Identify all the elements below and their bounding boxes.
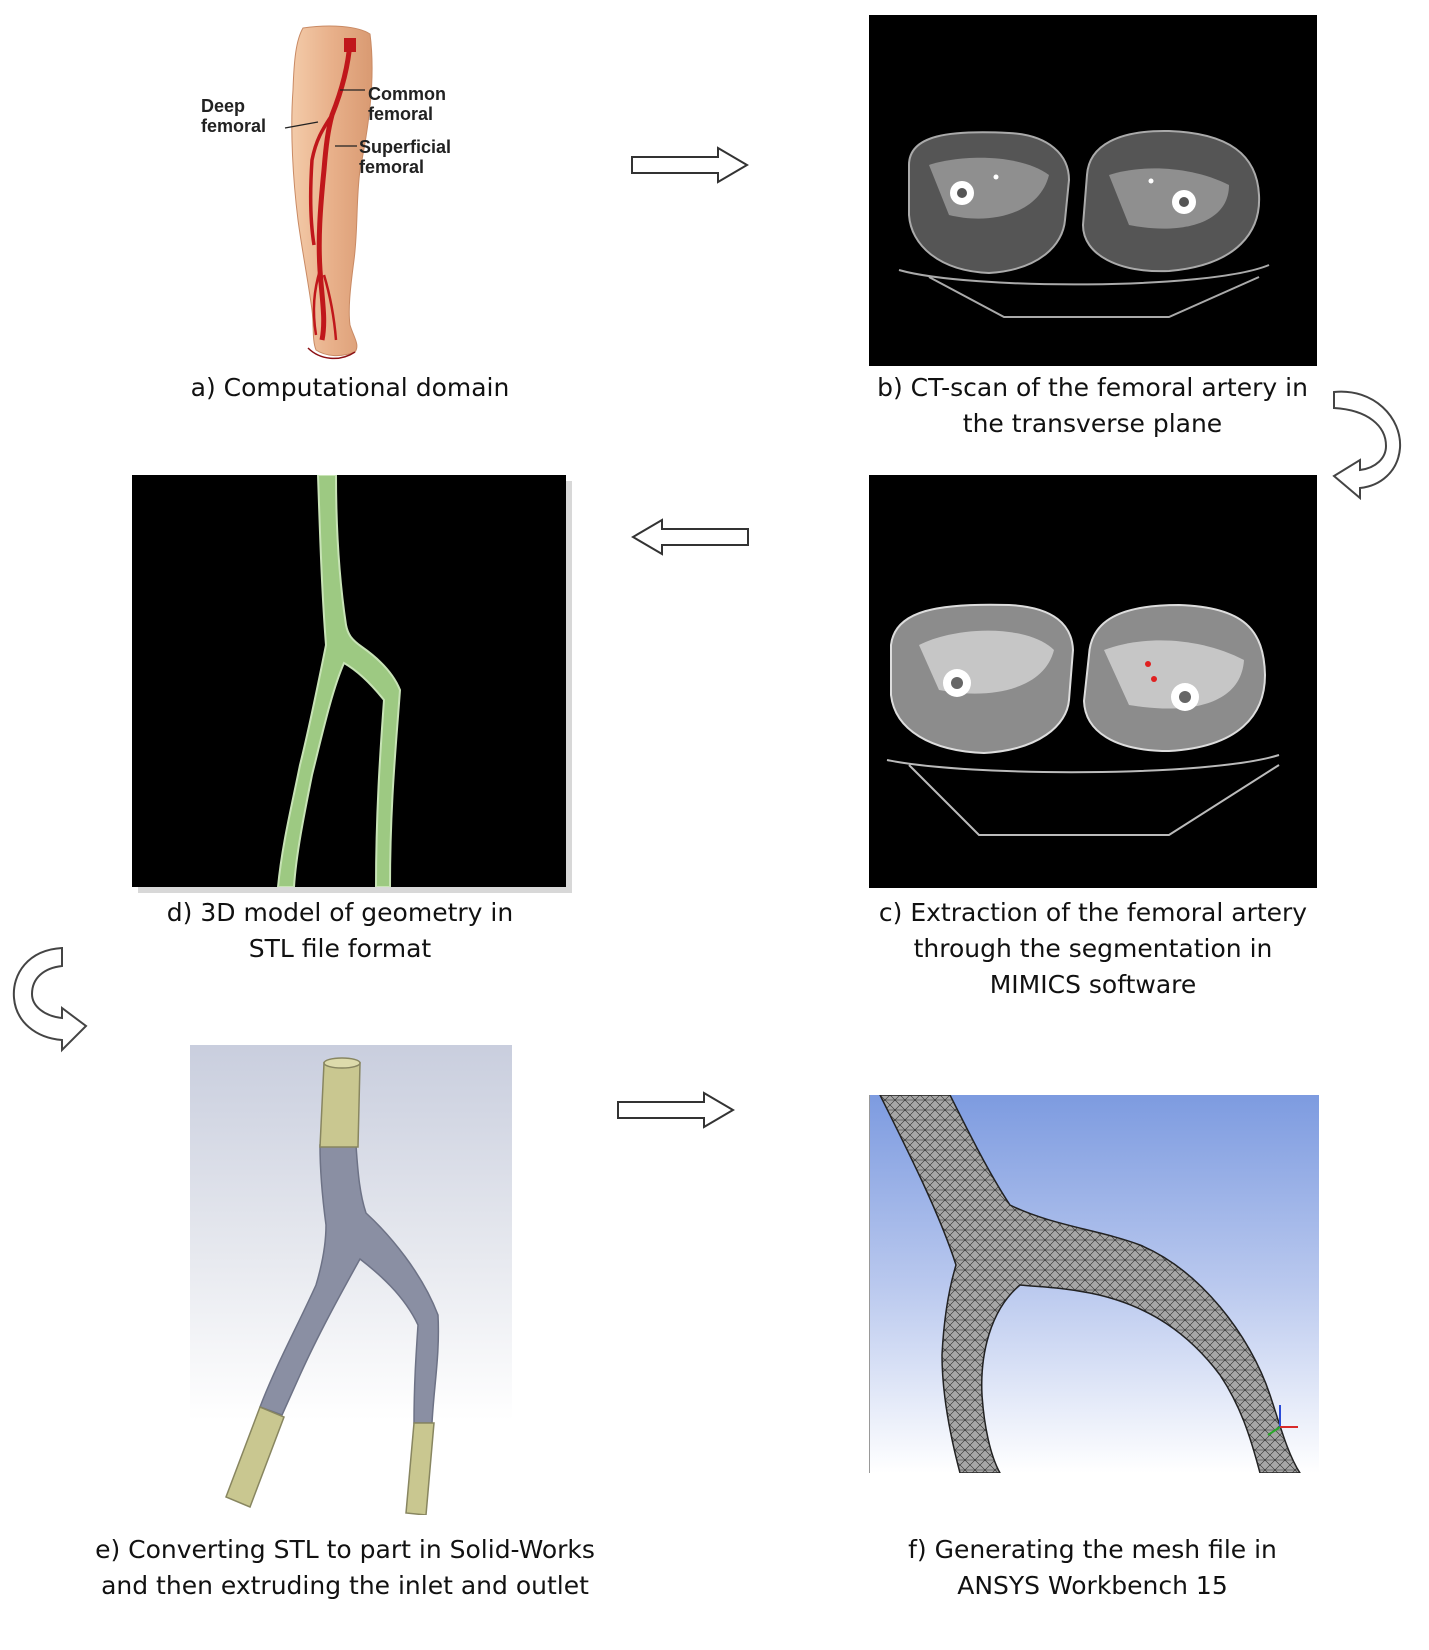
leg-silhouette xyxy=(291,25,373,357)
artery-lower-branches xyxy=(312,269,338,341)
stl-geometry-image xyxy=(276,474,402,888)
inlet-extrusion xyxy=(319,1062,361,1148)
artery-main xyxy=(316,41,353,341)
ct-scan-image xyxy=(898,129,1270,318)
ct-table xyxy=(898,264,1270,318)
segmentation-image xyxy=(886,603,1280,836)
label-common-femoral: femoral xyxy=(368,104,433,124)
segmented-artery-marker xyxy=(1145,661,1151,667)
arrow-a-to-b xyxy=(631,146,749,184)
label-superficial-femoral: femoral xyxy=(359,157,424,177)
stl-trunk xyxy=(276,474,402,888)
artery-deep-branch xyxy=(308,114,334,246)
label-common: Common xyxy=(368,84,446,104)
panel-f-ansys-mesh xyxy=(869,1094,1319,1474)
caption-c: c) Extraction of the femoral artery thro… xyxy=(878,898,1308,999)
panel-d-stl-model xyxy=(132,474,566,888)
panel-b-ct-scan xyxy=(869,15,1317,366)
solid-body xyxy=(259,1144,440,1424)
foot-arch xyxy=(307,347,356,360)
solidworks-geometry xyxy=(225,1057,440,1516)
arrow-d-to-e xyxy=(12,946,88,1053)
outlet-extrusion-left xyxy=(225,1406,285,1508)
label-superficial: Superficial xyxy=(359,137,451,157)
panel-e-solidworks-part xyxy=(190,1045,512,1516)
arrow-c-to-d xyxy=(631,518,749,556)
label-deep-femoral: femoral xyxy=(201,116,266,136)
panel-a-leg-illustration: Deep femoral Common femoral Superficial … xyxy=(190,20,510,380)
caption-e: e) Converting STL to part in Solid-Works… xyxy=(95,1535,595,1600)
caption-d: d) 3D model of geometry in STL file form… xyxy=(166,898,514,963)
arrow-e-to-f xyxy=(617,1091,735,1129)
caption-f: f) Generating the mesh file in ANSYS Wor… xyxy=(908,1535,1277,1600)
arrow-b-to-c xyxy=(1332,390,1402,500)
caption-b: b) CT-scan of the femoral artery in the … xyxy=(877,373,1308,438)
outlet-extrusion-right xyxy=(405,1422,435,1516)
mesh-geometry xyxy=(878,1094,1302,1474)
label-deep: Deep xyxy=(201,96,245,116)
artery-top-stub xyxy=(344,38,356,52)
axis-triad-icon xyxy=(1267,1405,1298,1436)
leg-artery-drawing: Deep femoral Common femoral Superficial … xyxy=(201,25,451,360)
caption-a: a) Computational domain xyxy=(190,373,510,402)
panel-c-segmentation xyxy=(869,475,1317,888)
